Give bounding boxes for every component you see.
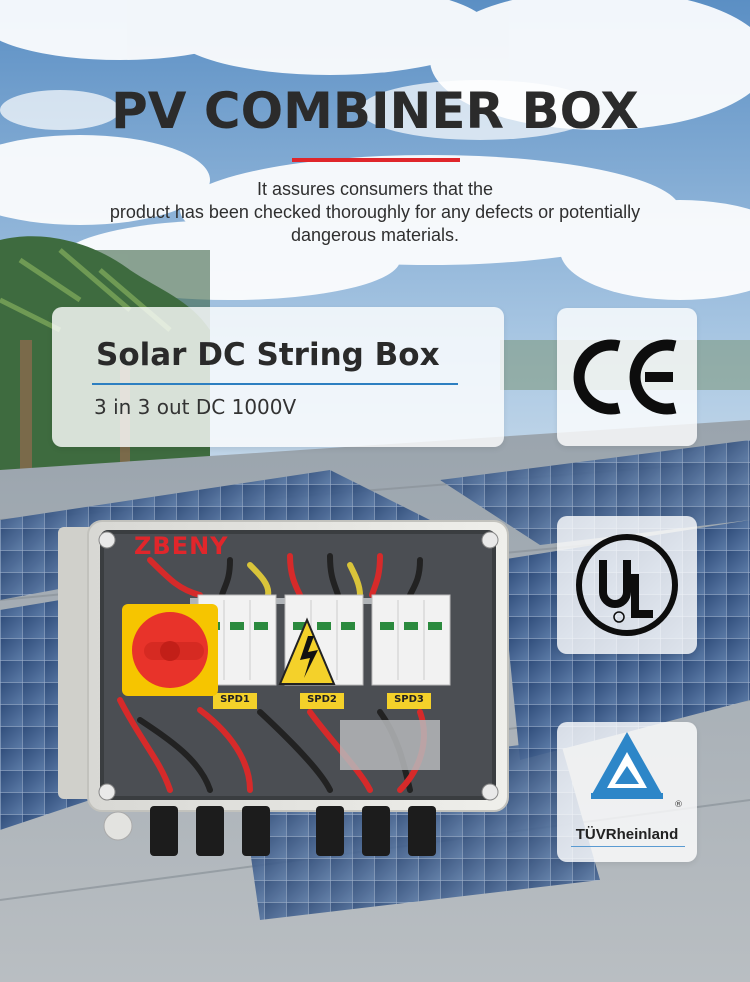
- title-underline: [292, 158, 460, 162]
- brand-logo: ZBENY: [134, 532, 229, 560]
- subtitle-line-2: product has been checked thoroughly for …: [109, 202, 641, 222]
- subtitle-line-1: It assures consumers that the: [256, 179, 494, 199]
- tuv-label: TÜVRheinland: [575, 826, 679, 843]
- tuv-certification-badge: ® TÜVRheinland: [557, 722, 697, 862]
- spd-label-2: SPD2: [307, 694, 337, 705]
- ce-mark-icon: [573, 339, 677, 415]
- ce-certification-badge: CE: [557, 308, 697, 446]
- spd-label-3: SPD3: [394, 694, 424, 705]
- subtitle-line-3: dangerous materials.: [290, 225, 460, 245]
- registered-mark-icon: ®: [674, 800, 683, 810]
- tuv-underline: [571, 846, 685, 847]
- tuv-triangle-icon: [591, 732, 663, 799]
- product-info-card: Solar DC String Box 3 in 3 out DC 1000V: [52, 307, 504, 447]
- page-subtitle: It assures consumers that the product ha…: [40, 178, 710, 247]
- page-title: PV COMBINER BOX: [111, 82, 639, 140]
- combiner-box-illustration: [58, 520, 509, 856]
- product-spec: 3 in 3 out DC 1000V: [94, 395, 297, 419]
- ul-certification-badge: UL: [557, 516, 697, 654]
- product-name-underline: [92, 383, 458, 385]
- product-name: Solar DC String Box: [96, 337, 440, 373]
- spd-label-1: SPD1: [220, 694, 250, 705]
- ul-mark-icon: [576, 534, 678, 636]
